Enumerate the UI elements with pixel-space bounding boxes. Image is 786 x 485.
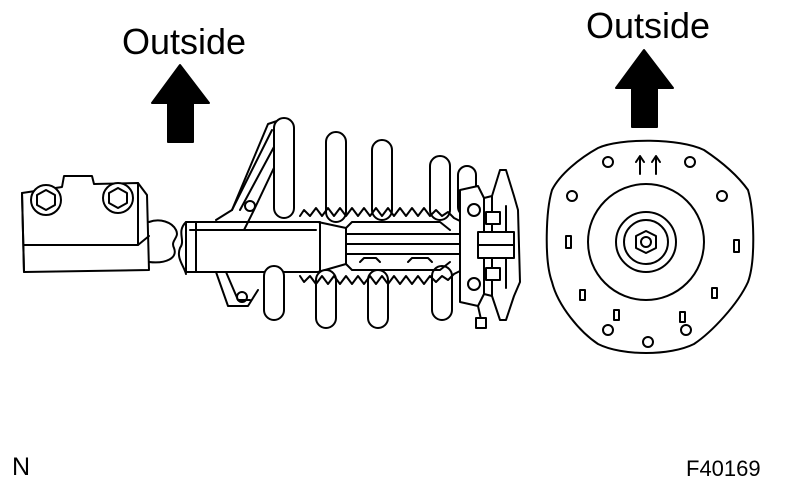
coil-spring bbox=[263, 117, 477, 329]
bolt-head-upper-right bbox=[102, 182, 134, 214]
outside-arrow-left bbox=[151, 64, 210, 143]
shock-absorber-body bbox=[177, 221, 479, 275]
direction-arrow-marks bbox=[635, 155, 661, 175]
corner-label: N bbox=[12, 453, 31, 481]
dust-boot bbox=[299, 207, 463, 285]
figure-code: F40169 bbox=[686, 456, 761, 481]
lower-spring-seat bbox=[215, 119, 291, 307]
upper-support-top-view bbox=[545, 139, 755, 354]
bolt-head-upper-left bbox=[30, 184, 62, 216]
outside-arrow-right bbox=[615, 49, 674, 128]
outside-label-right: Outside bbox=[586, 5, 711, 46]
outside-label-left: Outside bbox=[122, 21, 247, 62]
upper-mount-side bbox=[459, 169, 521, 329]
nut-icon bbox=[635, 230, 657, 254]
knuckle-bracket bbox=[21, 175, 178, 273]
